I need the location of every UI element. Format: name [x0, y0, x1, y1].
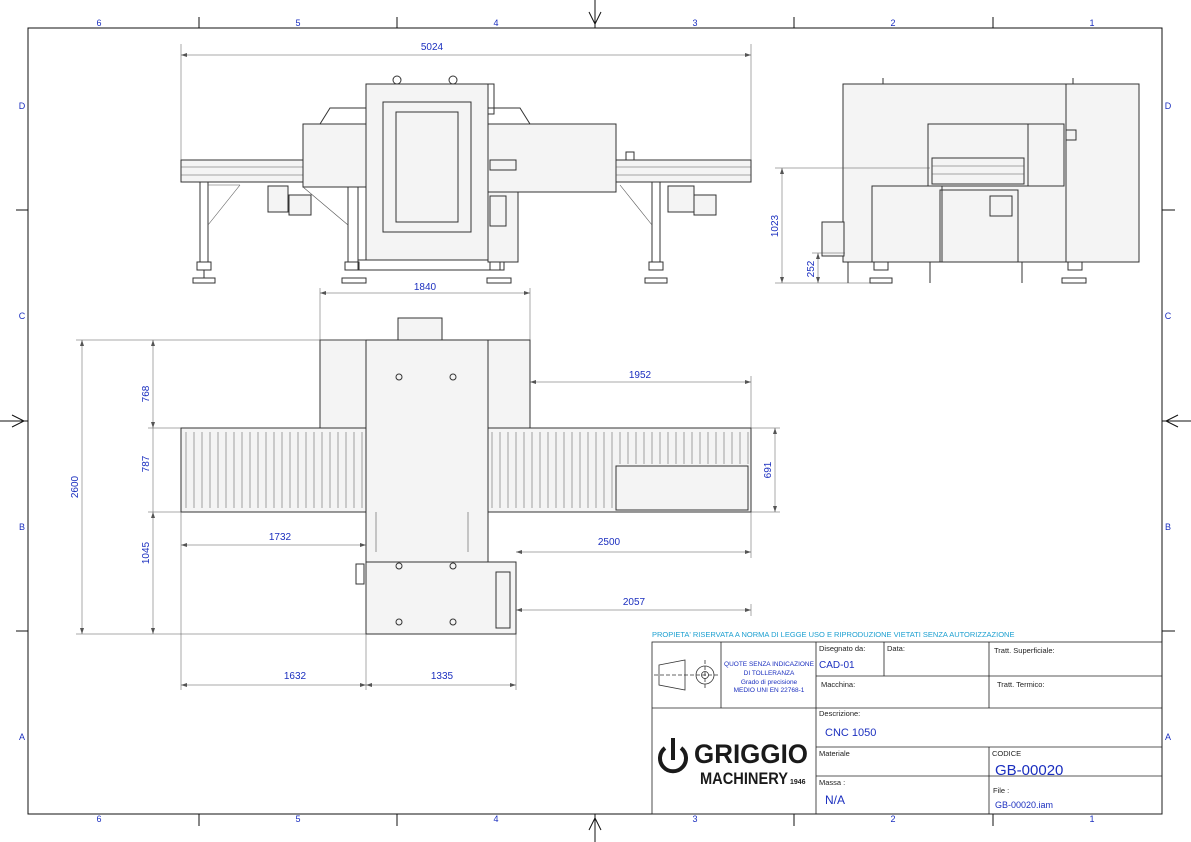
zone-bottom-5: 5 [295, 814, 300, 824]
plan-view [180, 317, 752, 635]
side-view [821, 78, 1140, 284]
dim-plan-left-extent: 1732 [269, 532, 292, 543]
conveyor-rollers [185, 432, 749, 508]
drawn-by-value: CAD-01 [819, 660, 855, 671]
dim-side [775, 167, 930, 284]
zone-top-5: 5 [295, 18, 300, 28]
dim-plan-total-depth: 2600 [70, 475, 81, 498]
dim-plan-bottom-left: 1632 [284, 671, 307, 682]
dim-front-width-value: 5024 [421, 42, 444, 53]
projection-symbol-icon [654, 659, 719, 691]
front-view [180, 75, 752, 284]
mass-value: N/A [825, 793, 845, 807]
dim-plan-conveyor-width: 691 [763, 461, 774, 478]
mass-label: Massa : [819, 778, 845, 787]
zone-top-1: 1 [1089, 18, 1094, 28]
date-label: Data: [887, 644, 905, 653]
zone-right-A: A [1165, 732, 1171, 742]
material-label: Materiale [819, 749, 850, 758]
dim-plan-middle: 787 [141, 455, 152, 472]
description-value: CNC 1050 [825, 727, 876, 739]
zone-right-D: D [1165, 101, 1172, 111]
tolerance-line-1: QUOTE SENZA INDICAZIONE [724, 661, 815, 668]
zone-bottom-4: 4 [493, 814, 498, 824]
zone-top-2: 2 [890, 18, 895, 28]
zone-bottom-6: 6 [96, 814, 101, 824]
file-label: File : [993, 786, 1009, 795]
logo-subtitle: MACHINERY [700, 769, 789, 788]
surface-treatment-label: Tratt. Superficiale: [994, 646, 1055, 655]
dim-front-width [180, 44, 752, 160]
zone-right-C: C [1165, 311, 1172, 321]
zone-top-3: 3 [692, 18, 697, 28]
title-block [651, 641, 1163, 815]
logo-name: GRIGGIO [694, 739, 808, 769]
griggio-logo: GRIGGIO MACHINERY 1946 [658, 738, 808, 788]
zone-bottom-2: 2 [890, 814, 895, 824]
tolerance-line-4: MEDIO UNI EN 22768-1 [734, 687, 805, 694]
zone-right-B: B [1165, 522, 1171, 532]
dim-plan-lower-right: 2057 [623, 597, 646, 608]
zone-ticks [16, 17, 1175, 826]
drawn-by-label: Disegnato da: [819, 644, 865, 653]
zone-bottom-1: 1 [1089, 814, 1094, 824]
ownership-notice: PROPIETA' RISERVATA A NORMA DI LEGGE USO… [652, 630, 1014, 639]
dim-plan-bottom-cabin: 1335 [431, 671, 454, 682]
dim-plan-right-extent: 2500 [598, 537, 621, 548]
zone-top-6: 6 [96, 18, 101, 28]
code-label: CODICE [992, 749, 1021, 758]
dim-side-foot-value: 252 [806, 260, 817, 277]
machine-label: Macchina: [821, 680, 855, 689]
tolerance-line-3: Grado di precisione [741, 679, 798, 686]
zone-left-B: B [19, 522, 25, 532]
code-value: GB-00020 [995, 762, 1063, 779]
description-label: Descrizione: [819, 709, 860, 718]
zone-left-D: D [19, 101, 26, 111]
power-symbol-icon [658, 738, 688, 774]
zone-left-C: C [19, 311, 26, 321]
thermal-treatment-label: Tratt. Termico: [997, 680, 1045, 689]
dim-plan-cabin-width: 1840 [414, 282, 437, 293]
zone-top-4: 4 [493, 18, 498, 28]
logo-year: 1946 [790, 779, 806, 786]
tolerance-line-2: DI TOLLERANZA [744, 670, 795, 677]
dim-side-height-value: 1023 [770, 214, 781, 237]
zone-left-A: A [19, 732, 25, 742]
dim-plan-upper: 768 [141, 385, 152, 402]
dim-plan-lower: 1045 [141, 541, 152, 564]
dim-plan-right-offset: 1952 [629, 370, 652, 381]
zone-bottom-3: 3 [692, 814, 697, 824]
plan-dimension-lines [76, 288, 780, 690]
file-value: GB-00020.iam [995, 800, 1053, 810]
